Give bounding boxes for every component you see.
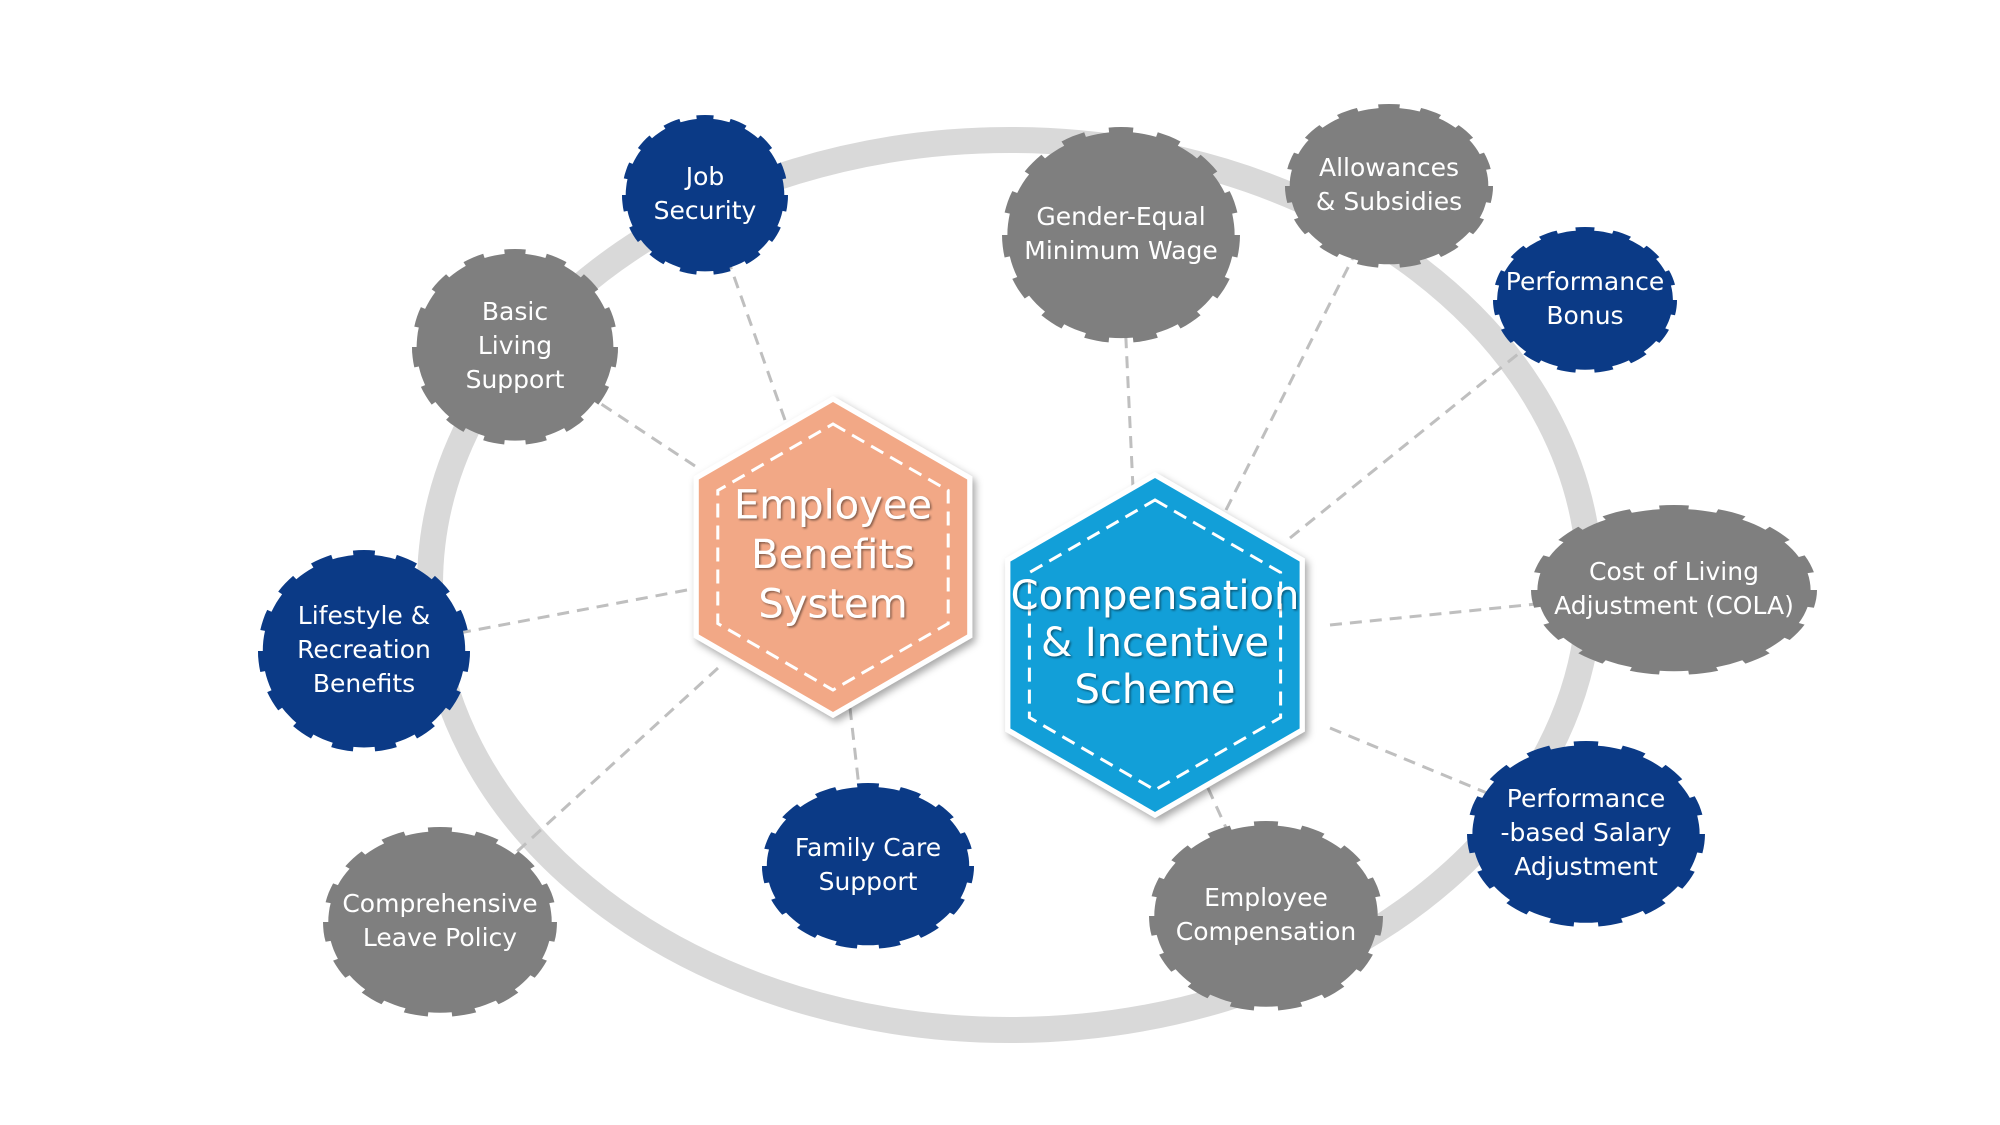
node-label-line: Support: [466, 365, 565, 394]
node-shape: [1149, 821, 1383, 1011]
node-label-line: Family Care: [795, 833, 941, 862]
node-shape: [1285, 104, 1493, 268]
compensation-hub-stitch: [1027, 498, 1283, 792]
compensation-hub-label-line: & Incentive: [1041, 620, 1269, 666]
node-label-line: Gender-Equal: [1036, 202, 1205, 231]
node-label-line: -based Salary: [1501, 818, 1672, 847]
connector-family-care-support: [848, 707, 870, 867]
node-shape: [1531, 505, 1817, 675]
connector-comprehensive-leave-policy: [438, 666, 720, 924]
node-label-line: Cost of Living: [1589, 557, 1759, 586]
node-label-line: Performance: [1506, 267, 1664, 296]
node-label-line: Minimum Wage: [1024, 236, 1218, 265]
benefits-hub-label-line: System: [758, 582, 907, 628]
node-label-line: Leave Policy: [363, 923, 517, 952]
node-shape: [412, 249, 618, 445]
node-label-line: Recreation: [297, 635, 431, 664]
node-label-line: Adjustment: [1514, 852, 1658, 881]
node-label-line: Basic: [482, 297, 548, 326]
benefits-hub-label-line: Benefits: [751, 532, 915, 578]
node-shape: [323, 827, 557, 1017]
node-shape: [1002, 127, 1240, 343]
node-label-line: Compensation: [1176, 917, 1356, 946]
node-label-line: Security: [654, 196, 757, 225]
node-label-line: Comprehensive: [342, 889, 537, 918]
node-shape: [1493, 227, 1677, 373]
node-shape: [762, 783, 974, 949]
node-label-line: Employee: [1204, 883, 1328, 912]
node-label-line: Lifestyle &: [298, 601, 430, 630]
connector-performance-bonus: [1289, 298, 1586, 540]
node-label-line: Living: [478, 331, 552, 360]
node-label-line: Adjustment (COLA): [1554, 591, 1794, 620]
node-shape: [258, 550, 470, 752]
benefits-hub-stitch: [716, 422, 950, 692]
connector-basic-living-support: [514, 345, 696, 468]
node-label-line: Job: [684, 162, 725, 191]
node-shape: [1467, 741, 1705, 927]
node-label-line: & Subsidies: [1316, 187, 1462, 216]
benefits-hub-label-line: Employee: [734, 482, 932, 528]
node-label-line: Bonus: [1546, 301, 1623, 330]
compensation-hub-label-line: Compensation: [1011, 573, 1300, 619]
node-label-line: Performance: [1507, 784, 1665, 813]
node-label-line: Support: [819, 867, 918, 896]
node-shape: [622, 115, 788, 275]
node-label-line: Benefits: [313, 669, 415, 698]
connector-lifestyle-recreation-benefits: [363, 588, 688, 653]
node-allowances-subsidies: Allowances & Subsidies: [1285, 104, 1493, 268]
compensation-hub-fill: [1010, 478, 1300, 812]
benefits-hub-fill: [698, 402, 968, 712]
compensation-hub-label-line: Scheme: [1075, 667, 1236, 713]
node-label-line: Allowances: [1319, 153, 1459, 182]
